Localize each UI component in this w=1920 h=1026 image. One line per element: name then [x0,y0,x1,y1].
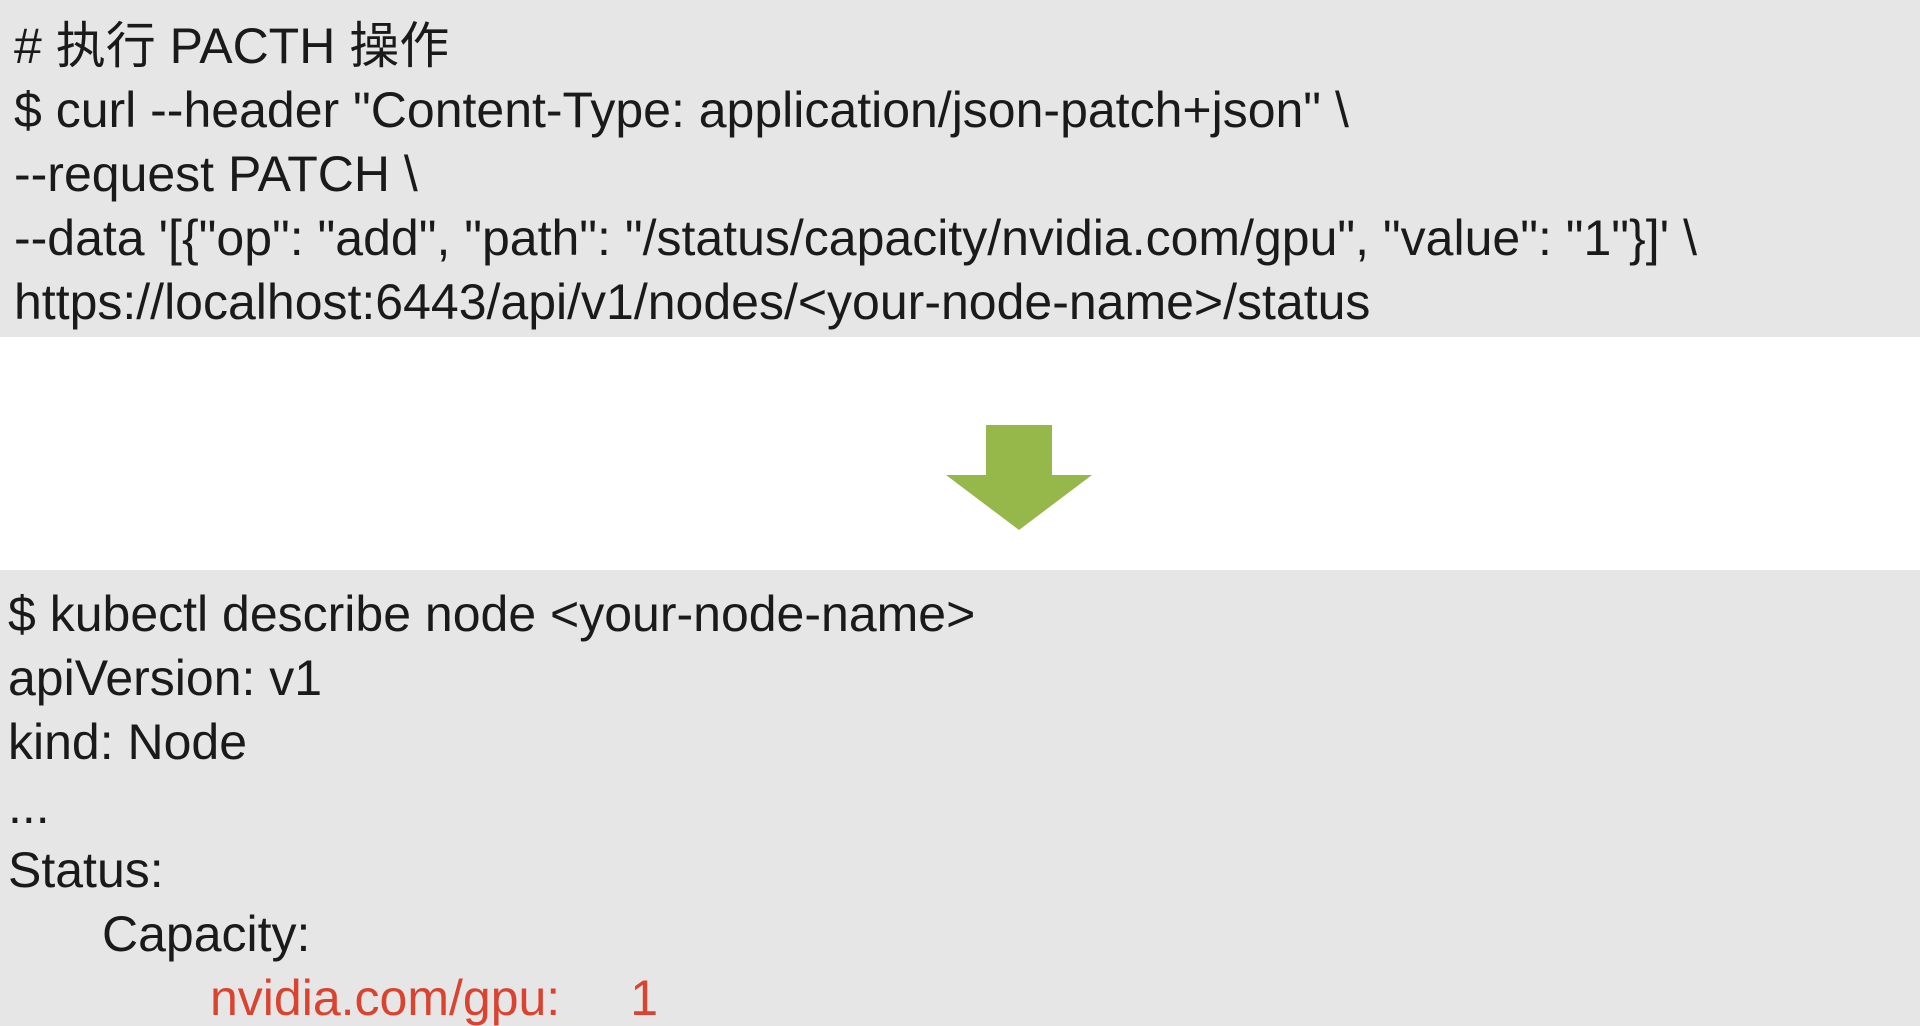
code-line-ellipsis: ... [8,778,50,834]
gpu-value: 1 [630,970,659,1026]
code-line-curl: $ curl --header "Content-Type: applicati… [14,82,1349,138]
code-line-data: --data '[{"op": "add", "path": "/status/… [14,210,1697,266]
code-line-gpu: nvidia.com/gpu: 1 [8,966,1920,1026]
describe-output-block: $ kubectl describe node <your-node-name>… [0,570,1920,1026]
patch-command-block: # 执行 PACTH 操作 $ curl --header "Content-T… [0,0,1920,337]
code-line-request: --request PATCH \ [14,146,418,202]
code-line-status: Status: [8,842,164,898]
gpu-key: nvidia.com/gpu: [210,970,561,1026]
code-line-kind: kind: Node [8,714,248,770]
code-line-apiversion: apiVersion: v1 [8,650,323,706]
code-line-capacity: Capacity: [102,906,311,962]
down-arrow-icon [946,425,1092,530]
code-line-url: https://localhost:6443/api/v1/nodes/<you… [14,274,1371,330]
code-line-kubectl: $ kubectl describe node <your-node-name> [8,586,976,642]
code-line-comment: # 执行 PACTH 操作 [14,18,450,74]
